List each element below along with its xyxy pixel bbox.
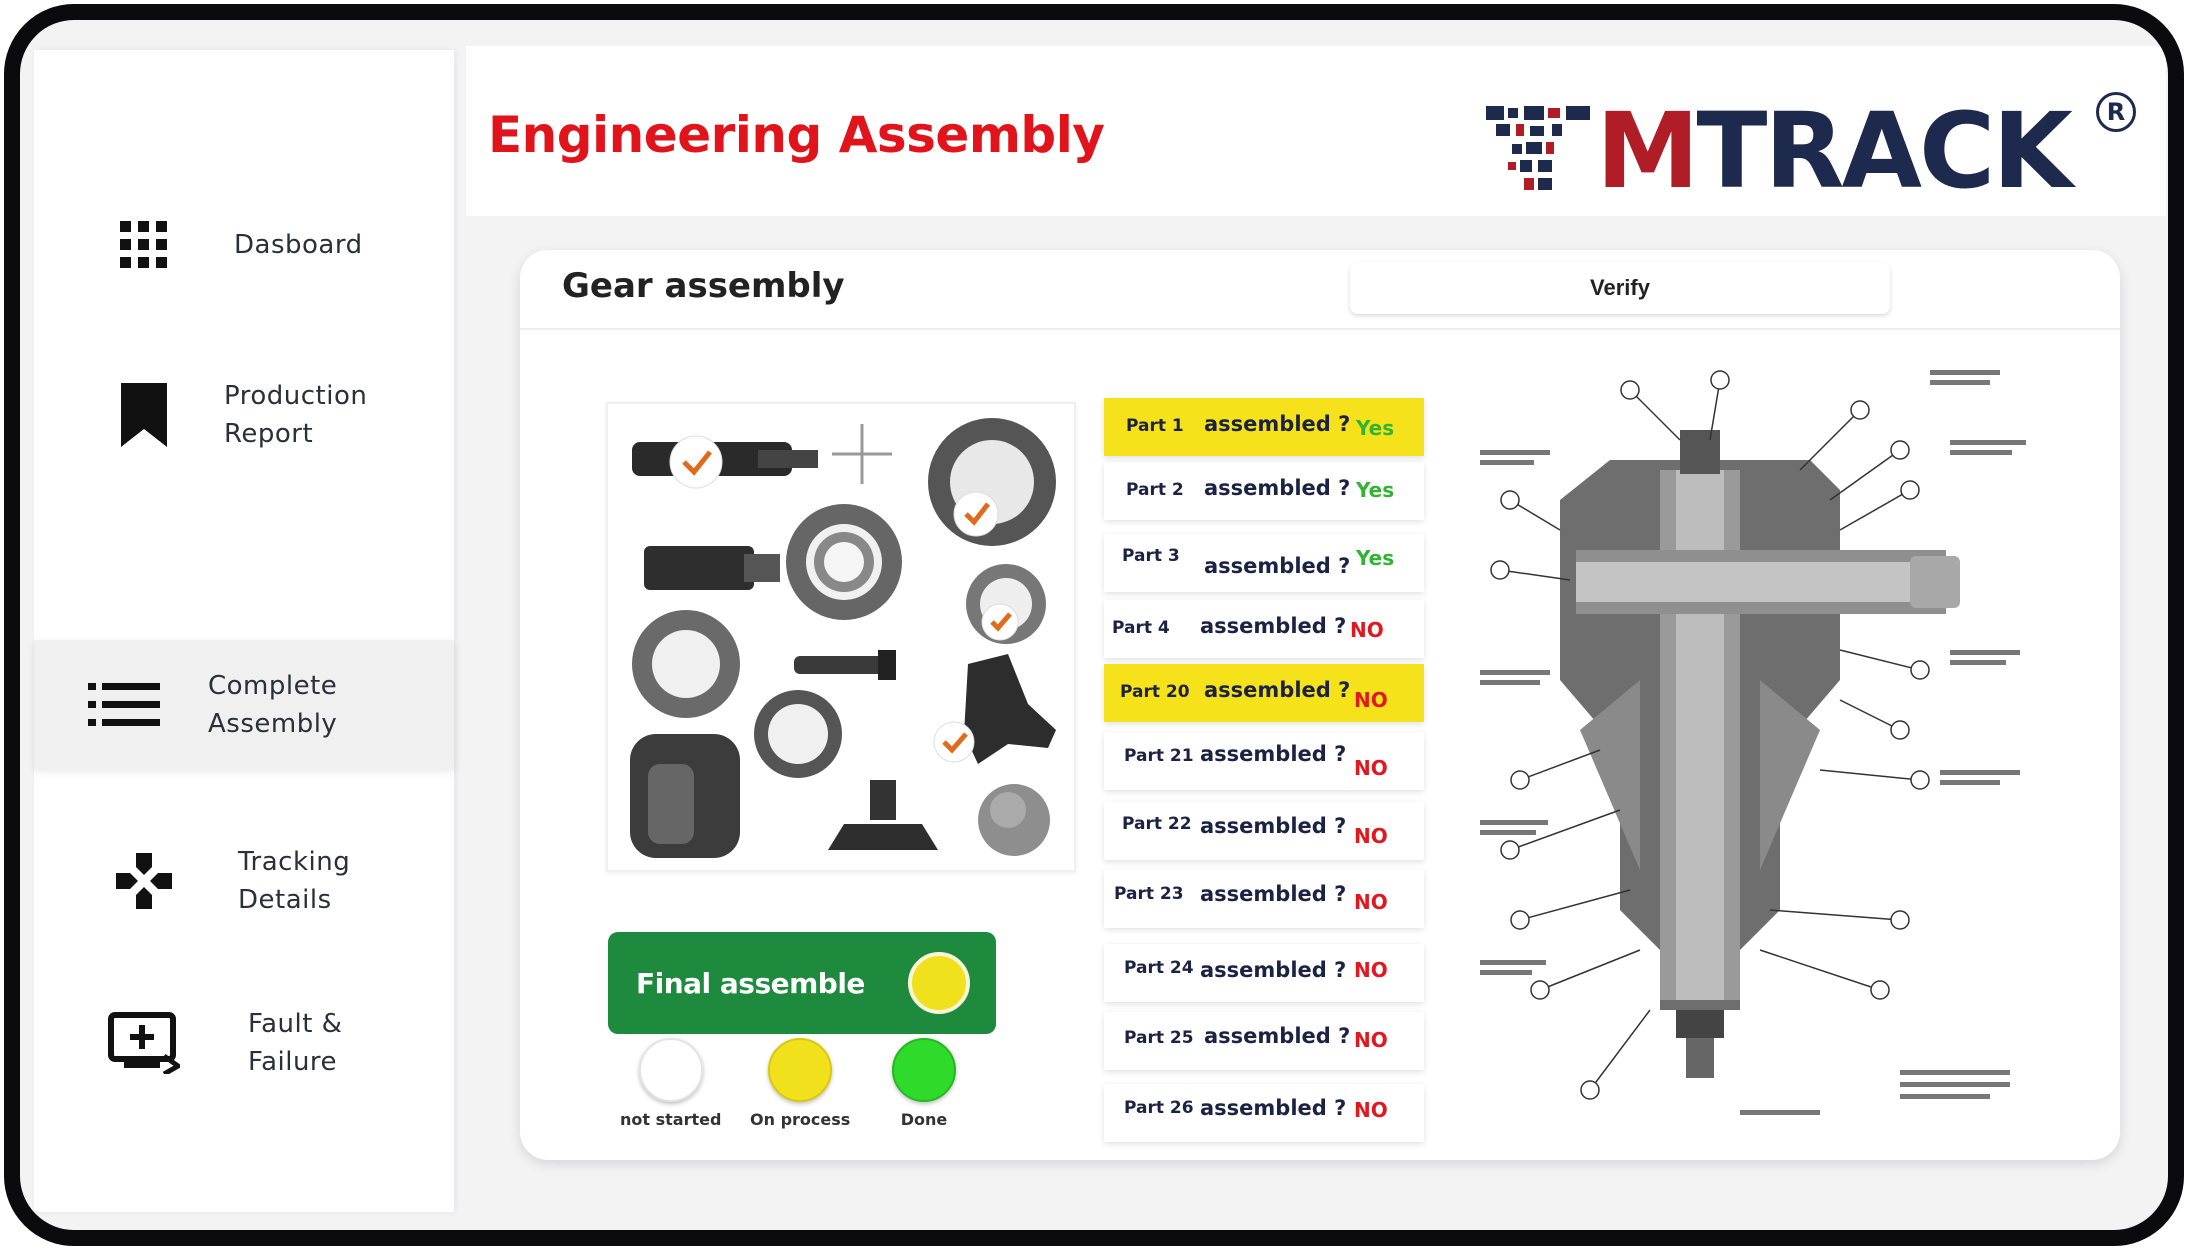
sidebar-item-label: Production Report bbox=[224, 381, 368, 449]
part-question: assembled ? bbox=[1200, 1096, 1347, 1120]
part-row[interactable]: Part 3 assembled ? Yes bbox=[1104, 534, 1424, 592]
verify-button[interactable]: Verify bbox=[1350, 262, 1890, 314]
part-row[interactable]: Part 25 assembled ? NO bbox=[1104, 1012, 1424, 1070]
final-assemble-label: Final assemble bbox=[636, 966, 865, 1000]
part-status: Yes bbox=[1356, 478, 1395, 502]
list-icon bbox=[84, 665, 164, 745]
legend-on-process: On process bbox=[750, 1038, 850, 1129]
part-question: assembled ? bbox=[1204, 1024, 1351, 1048]
part-row[interactable]: Part 22 assembled ? NO bbox=[1104, 802, 1424, 860]
grid-icon bbox=[104, 205, 184, 285]
part-row[interactable]: Part 24 assembled ? NO bbox=[1104, 944, 1424, 1002]
device-frame: Dasboard Production Report Com bbox=[4, 4, 2184, 1246]
part-name: Part 24 bbox=[1124, 958, 1194, 978]
sidebar-item-production-report[interactable]: Production Report bbox=[34, 350, 454, 480]
sidebar-item-label: Dasboard bbox=[234, 230, 363, 260]
part-row[interactable]: Part 1 assembled ? Yes bbox=[1104, 398, 1424, 456]
legend-done: Done bbox=[892, 1038, 956, 1129]
screen-add-icon bbox=[104, 1003, 184, 1083]
part-status: NO bbox=[1354, 958, 1388, 982]
card-title: Gear assembly bbox=[562, 266, 845, 306]
part-question: assembled ? bbox=[1204, 554, 1351, 578]
part-status: NO bbox=[1354, 756, 1388, 780]
status-dot bbox=[768, 1038, 833, 1102]
part-name: Part 4 bbox=[1112, 618, 1170, 638]
part-row[interactable]: Part 20 assembled ? NO bbox=[1104, 664, 1424, 722]
part-name: Part 20 bbox=[1120, 682, 1190, 702]
parts-image bbox=[606, 402, 1076, 872]
part-status: NO bbox=[1354, 824, 1388, 848]
part-question: assembled ? bbox=[1204, 412, 1351, 436]
part-row[interactable]: Part 26 assembled ? NO bbox=[1104, 1084, 1424, 1142]
part-status: NO bbox=[1350, 618, 1384, 642]
legend-label: On process bbox=[750, 1110, 851, 1129]
gamepad-icon bbox=[104, 841, 184, 921]
part-name: Part 1 bbox=[1126, 416, 1184, 436]
part-status: Yes bbox=[1356, 546, 1395, 570]
part-status: NO bbox=[1354, 1028, 1388, 1052]
sidebar-item-fault-failure[interactable]: Fault & Failure bbox=[34, 978, 454, 1108]
part-name: Part 25 bbox=[1124, 1028, 1194, 1048]
part-row[interactable]: Part 23 assembled ? NO bbox=[1104, 870, 1424, 928]
part-name: Part 3 bbox=[1122, 546, 1180, 566]
sidebar-item-tracking-details[interactable]: Tracking Details bbox=[34, 816, 454, 946]
part-row[interactable]: Part 2 assembled ? Yes bbox=[1104, 462, 1424, 520]
status-dot bbox=[638, 1038, 703, 1102]
part-status: NO bbox=[1354, 1098, 1388, 1122]
logo-text: MTRACK bbox=[1596, 90, 2073, 212]
final-assemble-button[interactable]: Final assemble bbox=[608, 932, 996, 1034]
part-question: assembled ? bbox=[1200, 614, 1347, 638]
registered-mark: R bbox=[2096, 92, 2136, 132]
status-dot bbox=[892, 1038, 956, 1102]
part-status: NO bbox=[1354, 890, 1388, 914]
part-question: assembled ? bbox=[1200, 814, 1347, 838]
part-question: assembled ? bbox=[1204, 476, 1351, 500]
part-row[interactable]: Part 4 assembled ? NO bbox=[1104, 600, 1424, 658]
part-name: Part 2 bbox=[1126, 480, 1184, 500]
card-header: Gear assembly Verify bbox=[520, 250, 2120, 330]
legend-label: not started bbox=[620, 1110, 722, 1129]
legend-not-started: not started bbox=[620, 1038, 721, 1129]
gear-assembly-card: Gear assembly Verify bbox=[520, 250, 2120, 1160]
part-name: Part 21 bbox=[1124, 746, 1194, 766]
part-name: Part 22 bbox=[1122, 814, 1192, 834]
sidebar-item-label: Complete Assembly bbox=[208, 671, 338, 739]
legend-label: Done bbox=[900, 1110, 948, 1129]
part-name: Part 23 bbox=[1114, 884, 1184, 904]
part-status: Yes bbox=[1356, 416, 1395, 440]
part-status: NO bbox=[1354, 688, 1388, 712]
sidebar-item-label: Tracking Details bbox=[238, 847, 351, 915]
sidebar-item-complete-assembly[interactable]: Complete Assembly bbox=[34, 640, 454, 770]
part-question: assembled ? bbox=[1200, 958, 1347, 982]
sidebar-item-label: Fault & Failure bbox=[248, 1009, 343, 1077]
sidebar-item-dashboard[interactable]: Dasboard bbox=[34, 180, 454, 310]
mtrack-logo: MTRACK R bbox=[1486, 90, 2146, 212]
part-row[interactable]: Part 21 assembled ? NO bbox=[1104, 732, 1424, 790]
header: Engineering Assembly MTRACK R bbox=[466, 46, 2166, 216]
part-question: assembled ? bbox=[1200, 882, 1347, 906]
part-question: assembled ? bbox=[1204, 678, 1351, 702]
page-title: Engineering Assembly bbox=[488, 106, 1105, 164]
gearbox-diagram bbox=[1480, 350, 2040, 1140]
bookmark-icon bbox=[104, 375, 184, 455]
shaft-part bbox=[632, 435, 818, 489]
status-indicator bbox=[908, 952, 970, 1014]
sidebar: Dasboard Production Report Com bbox=[34, 50, 454, 1212]
part-name: Part 26 bbox=[1124, 1098, 1194, 1118]
part-question: assembled ? bbox=[1200, 742, 1347, 766]
